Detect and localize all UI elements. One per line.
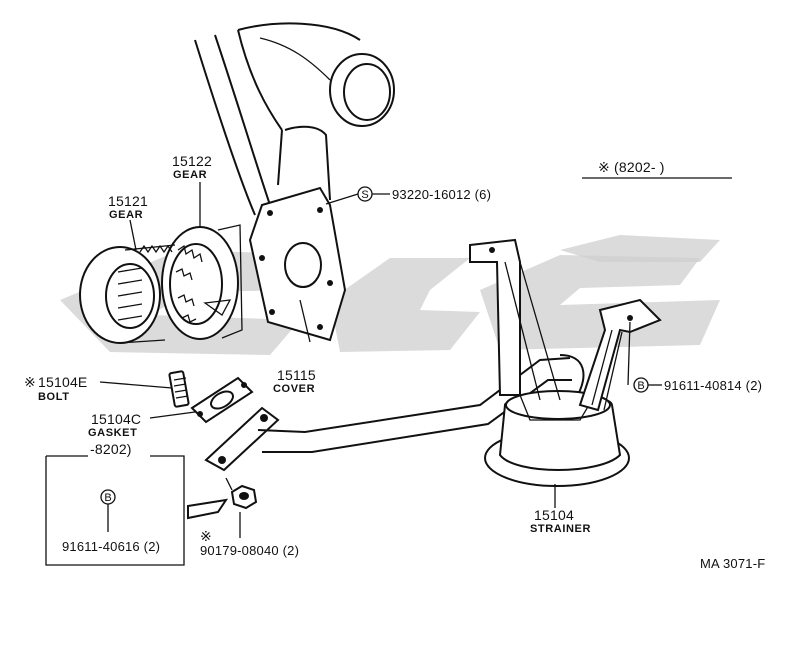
- nut-drawing: [225, 477, 258, 510]
- leader-lines: [99, 182, 662, 538]
- prefix-mark: ※: [24, 374, 36, 390]
- callout-strainer: 15104 STRAINER: [530, 507, 591, 535]
- symbol-letter: S: [361, 189, 368, 201]
- callout-screw: S 93220-16012 (6): [357, 186, 491, 202]
- symbol-letter: B: [104, 492, 111, 504]
- strainer-pipe-drawing: [204, 354, 585, 472]
- cover-bolt-hole: [327, 280, 333, 286]
- cover-bolt-hole: [317, 207, 323, 213]
- symbol-letter: B: [637, 380, 644, 392]
- b-symbol-circle: [633, 377, 649, 393]
- applicability-label: ※ (8202- ): [582, 159, 732, 179]
- callout-cover: 15115 COVER: [273, 367, 316, 395]
- inset-box: -8202) B 91611-40616 (2): [45, 441, 185, 566]
- part-name: GASKET: [88, 427, 137, 439]
- part-number: 15121: [108, 193, 148, 209]
- engine-block-drawing: [194, 22, 395, 216]
- part-number: 91611-40814 (2): [664, 378, 762, 393]
- callout-gasket: 15104C GASKET: [88, 411, 141, 439]
- part-number: 15122: [172, 153, 212, 169]
- strainer-bracket-drawing: [469, 238, 662, 412]
- part-number: 15104E: [38, 374, 87, 390]
- callout-gear-15122: 15122 GEAR: [172, 153, 212, 181]
- strainer-drawing: [484, 390, 630, 487]
- part-name: STRAINER: [530, 523, 591, 535]
- part-number: 15104C: [91, 411, 141, 427]
- part-name: GEAR: [173, 169, 207, 181]
- cover-bolt-hole: [267, 210, 273, 216]
- callout-nut: ※ 90179-08040 (2): [200, 528, 299, 558]
- inset-arrow: [187, 498, 229, 520]
- prefix-mark: ※: [200, 528, 212, 544]
- gasket-drawing: [190, 376, 254, 424]
- inset-header: -8202): [90, 441, 132, 457]
- callout-stud-right: B 91611-40814 (2): [633, 377, 762, 393]
- callout-bolt: ※ 15104E BOLT: [24, 374, 87, 403]
- part-name: COVER: [273, 383, 315, 395]
- applicability-text: ※ (8202- ): [598, 159, 665, 175]
- part-number: 90179-08040 (2): [200, 543, 299, 558]
- inset-part-number: 91611-40616 (2): [62, 539, 160, 554]
- part-number: 15104: [534, 507, 574, 523]
- cover-plate-drawing: [248, 186, 347, 342]
- gear-15121-drawing: [79, 244, 232, 344]
- cover-bolt-hole: [269, 309, 275, 315]
- diagram-code: MA 3071-F: [700, 556, 765, 571]
- part-name: GEAR: [109, 209, 143, 221]
- part-number: 15115: [277, 367, 316, 383]
- callout-gear-15121: 15121 GEAR: [108, 193, 148, 221]
- bolt-drawing: [168, 370, 190, 408]
- cover-bolt-hole: [317, 324, 323, 330]
- part-name: BOLT: [38, 391, 70, 403]
- cover-bolt-hole: [259, 255, 265, 261]
- part-number: 93220-16012 (6): [392, 187, 491, 202]
